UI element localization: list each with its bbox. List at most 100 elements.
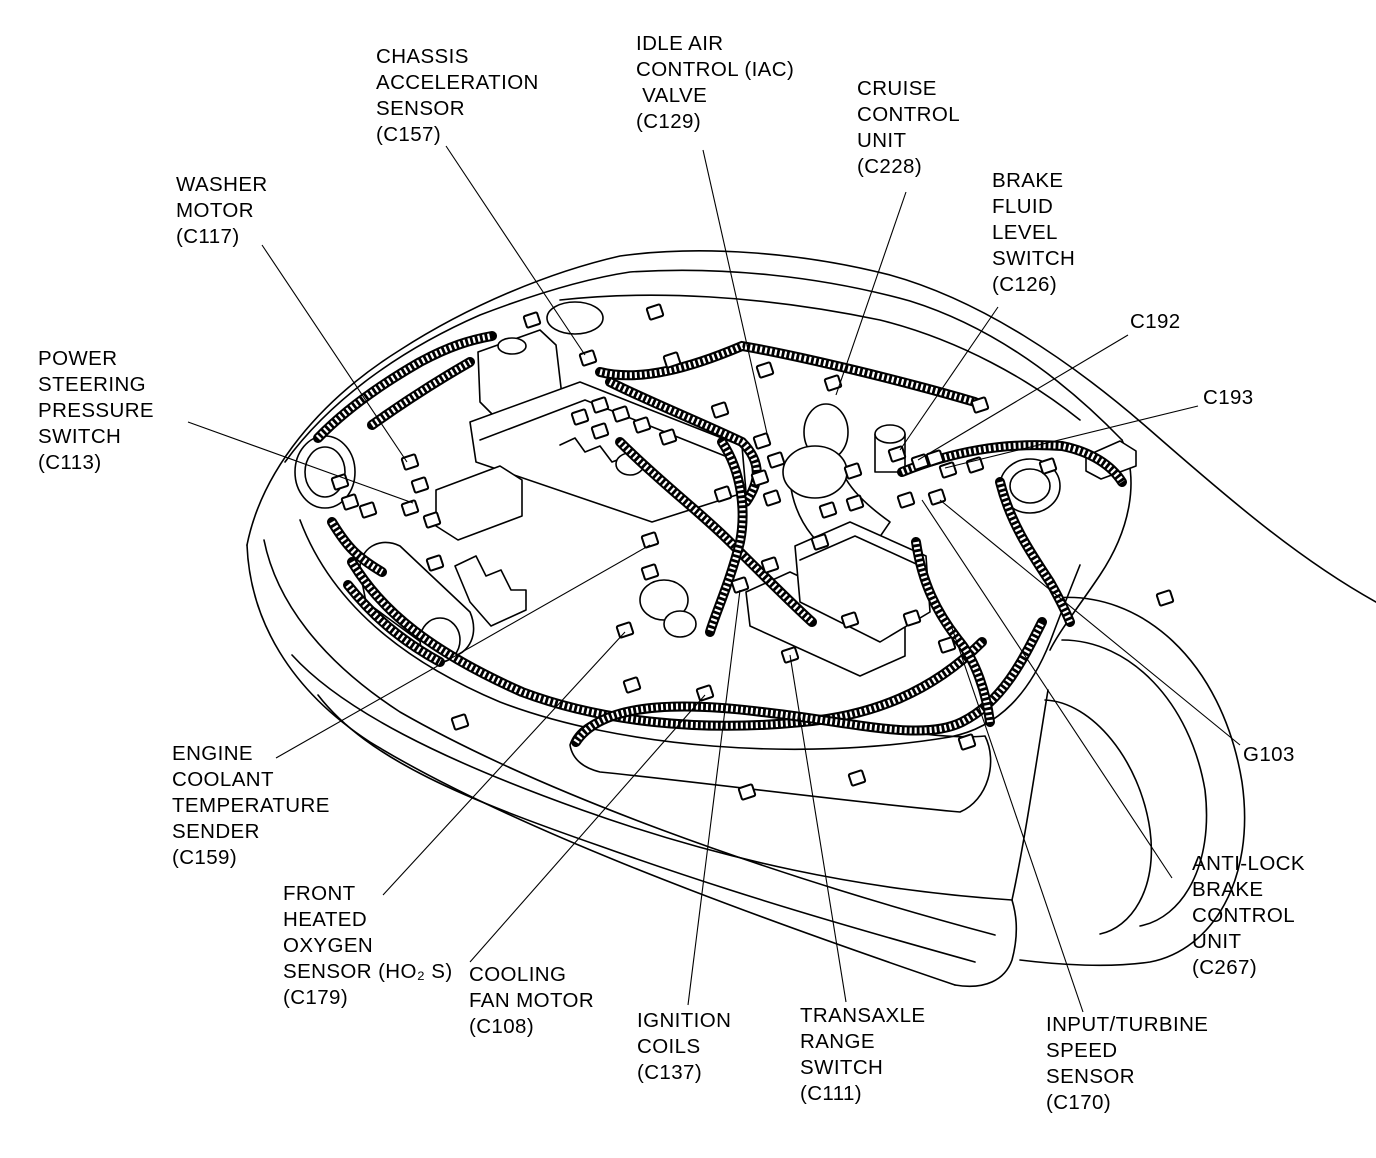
leader-idle-air-control-valve bbox=[702, 149, 769, 439]
label-anti-lock-brake-control-unit: ANTI-LOCK BRAKE CONTROL UNIT (C267) bbox=[1192, 851, 1305, 981]
connector bbox=[710, 401, 730, 419]
label-line: C192 bbox=[1130, 310, 1181, 333]
connector bbox=[818, 501, 838, 519]
connector bbox=[590, 396, 610, 414]
connector bbox=[400, 453, 420, 471]
label-line: HEATED bbox=[283, 908, 368, 931]
wheel-rim bbox=[1044, 699, 1153, 935]
label-line: COOLANT bbox=[172, 768, 274, 791]
label-line: INPUT/TURBINE bbox=[1046, 1013, 1209, 1036]
cam-cover-ridge bbox=[479, 399, 736, 461]
connector bbox=[1038, 457, 1058, 475]
connector bbox=[695, 684, 715, 702]
abs-control-unit-edge bbox=[799, 535, 926, 569]
washer-nozzle-bracket bbox=[1085, 440, 1137, 480]
connector bbox=[937, 636, 957, 654]
connector bbox=[737, 783, 757, 801]
abs-control-unit bbox=[794, 521, 931, 643]
connector bbox=[640, 531, 660, 549]
harness-hatching bbox=[370, 359, 472, 428]
connector bbox=[615, 621, 635, 639]
label-line: SWITCH bbox=[800, 1056, 884, 1079]
label-cooling-fan-motor: COOLING FAN MOTOR (C108) bbox=[469, 962, 594, 1040]
label-line: CONTROL bbox=[1192, 904, 1296, 927]
label-input-turbine-speed-sensor: INPUT/TURBINE SPEED SENSOR (C170) bbox=[1046, 1012, 1208, 1116]
label-engine-coolant-temperature-sender: ENGINE COOLANT TEMPERATURE SENDER (C159) bbox=[172, 741, 330, 871]
leader-c192 bbox=[917, 334, 1129, 461]
label-line: FLUID bbox=[992, 195, 1054, 218]
label-line: SWITCH bbox=[992, 247, 1076, 270]
label-line: BRAKE bbox=[992, 169, 1064, 192]
tire-inner-edge bbox=[1061, 639, 1208, 927]
label-line: (C117) bbox=[176, 225, 240, 248]
connector bbox=[522, 311, 542, 329]
harness-hatching bbox=[329, 520, 384, 575]
connector bbox=[760, 556, 780, 574]
label-line: CONTROL bbox=[857, 103, 961, 126]
connector bbox=[645, 303, 665, 321]
connector bbox=[755, 361, 775, 379]
cowl-line bbox=[559, 294, 1081, 421]
label-line: SPEED bbox=[1046, 1039, 1118, 1062]
connector bbox=[450, 713, 470, 731]
label-line: FAN MOTOR bbox=[469, 989, 595, 1012]
bumper-line bbox=[263, 539, 996, 936]
leader-power-steering-pressure-switch bbox=[187, 421, 414, 504]
label-line: COILS bbox=[637, 1035, 701, 1058]
connector bbox=[896, 491, 916, 509]
radiator-support-edge bbox=[299, 519, 1081, 751]
leader-ignition-coils bbox=[687, 589, 741, 1006]
label-line: SENSOR bbox=[376, 97, 465, 120]
harness-upper-left-branch bbox=[367, 357, 475, 430]
label-line: SENSOR (HO₂ S) bbox=[283, 960, 453, 983]
bumper-right-side bbox=[1011, 689, 1049, 901]
label-line: ACCELERATION bbox=[376, 71, 539, 94]
connector bbox=[845, 494, 865, 512]
connector bbox=[730, 576, 750, 594]
label-line: UNIT bbox=[1192, 930, 1242, 953]
label-line: (C113) bbox=[38, 451, 102, 474]
connector bbox=[611, 405, 631, 423]
label-g103: G103 bbox=[1243, 742, 1295, 768]
tire-outer-edge bbox=[1019, 596, 1246, 967]
leader-engine-coolant-temperature-sender bbox=[275, 544, 651, 759]
label-front-heated-oxygen-sensor: FRONT HEATED OXYGEN SENSOR (HO₂ S) (C179… bbox=[283, 881, 453, 1011]
label-brake-fluid-level-switch: BRAKE FLUID LEVEL SWITCH (C126) bbox=[992, 168, 1075, 298]
connector bbox=[713, 485, 733, 503]
wiper-motor bbox=[546, 301, 604, 335]
connector bbox=[843, 462, 863, 480]
bumper-line bbox=[317, 694, 976, 963]
label-line: CHASSIS bbox=[376, 45, 469, 68]
label-line: RANGE bbox=[800, 1030, 875, 1053]
connector bbox=[766, 451, 786, 469]
leader-transaxle-range-switch bbox=[789, 654, 847, 1003]
label-line: G103 bbox=[1243, 743, 1295, 766]
right-fender-edge bbox=[1049, 439, 1132, 651]
label-cruise-control-unit: CRUISE CONTROL UNIT (C228) bbox=[857, 76, 960, 180]
connector bbox=[570, 408, 590, 426]
radiator-bracket bbox=[454, 555, 527, 627]
label-line: SWITCH bbox=[38, 425, 122, 448]
connector bbox=[662, 351, 682, 369]
leader-cruise-control-unit bbox=[835, 191, 907, 396]
label-line: LEVEL bbox=[992, 221, 1058, 244]
connector bbox=[957, 733, 977, 751]
harness-front bbox=[347, 557, 987, 731]
coolant-reservoir-cap bbox=[497, 337, 527, 355]
connector bbox=[578, 349, 598, 367]
label-chassis-acceleration-sensor: CHASSIS ACCELERATION SENSOR (C157) bbox=[376, 44, 539, 148]
leader-chassis-acceleration-sensor bbox=[445, 145, 586, 356]
label-transaxle-range-switch: TRANSAXLE RANGE SWITCH (C111) bbox=[800, 1003, 926, 1107]
connector bbox=[762, 489, 782, 507]
label-line: IDLE AIR bbox=[636, 32, 724, 55]
harness-hatching bbox=[573, 620, 1045, 744]
label-line: TRANSAXLE bbox=[800, 1004, 926, 1027]
leader-brake-fluid-level-switch bbox=[899, 306, 999, 451]
label-line: OXYGEN bbox=[283, 934, 374, 957]
label-power-steering-pressure-switch: POWER STEERING PRESSURE SWITCH (C113) bbox=[38, 346, 154, 476]
label-line: (C137) bbox=[637, 1061, 703, 1084]
connector bbox=[810, 533, 830, 551]
connector bbox=[640, 563, 660, 581]
harness-hatching bbox=[913, 541, 993, 723]
